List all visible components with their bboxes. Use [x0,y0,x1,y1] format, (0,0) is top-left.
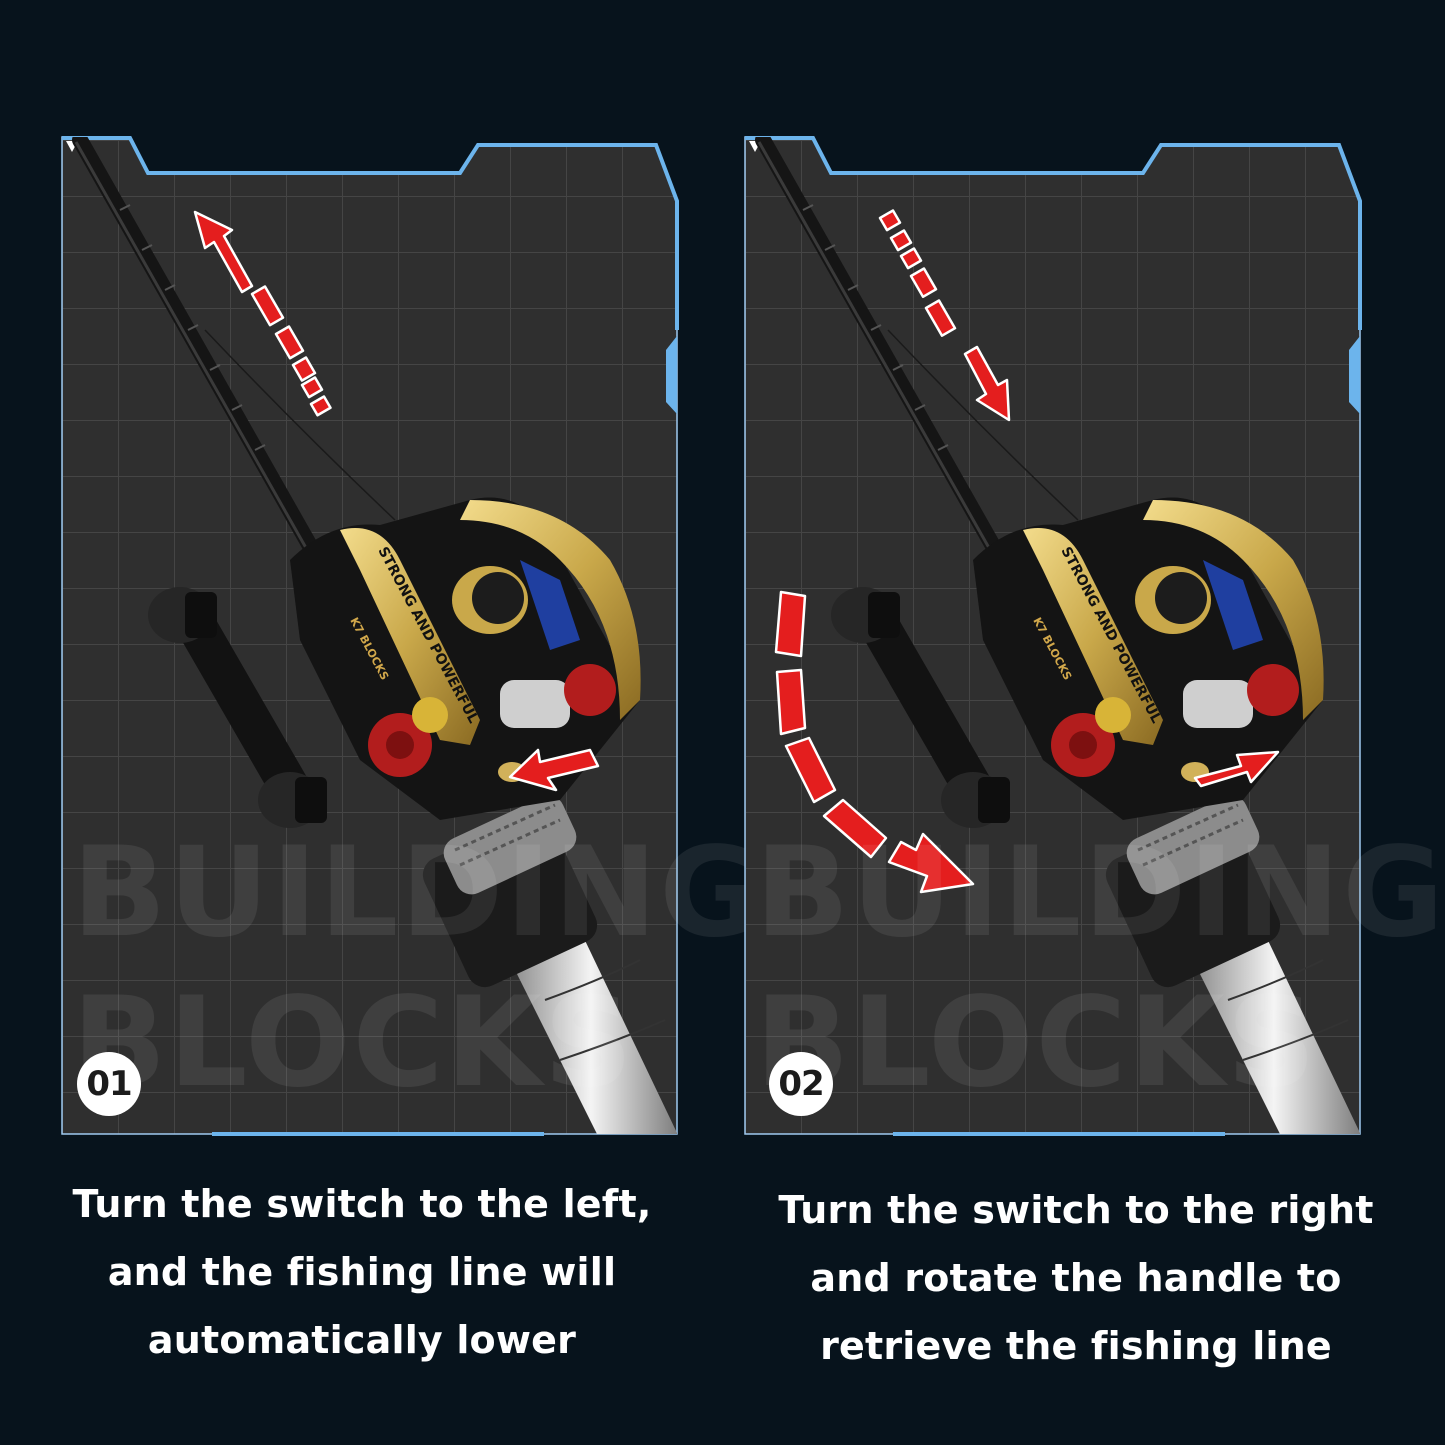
step-number-badge: 02 [769,1052,833,1116]
step-number-badge: 01 [77,1052,141,1116]
step-caption: Turn the switch to the right and rotate … [756,1176,1396,1380]
reel-crank-handle [831,587,1010,828]
switch-arrow-right-icon [1193,750,1280,788]
frame-accent-side-tab [1349,336,1360,414]
rod-handle [1105,795,1360,1134]
frame-accent-bottom [893,1132,1225,1136]
step-caption: Turn the switch to the left, and the fis… [42,1170,682,1374]
switch-arrow-left-icon [508,748,600,792]
caption-line: Turn the switch to the right [778,1188,1374,1232]
frame-accent-top [745,136,1362,330]
frame-accent-bottom [212,1132,544,1136]
rod-handle [422,795,677,1134]
caption-line: automatically lower [147,1318,577,1362]
dashed-arrow-up-left-icon [193,210,332,417]
caption-line: Turn the switch to the left, [72,1182,652,1226]
frame-accent-side-tab [666,336,677,414]
reel-crank-handle [148,587,327,828]
reel-body: STRONG AND POWERFUL K7 BLOCKS [973,497,1324,820]
curved-rotation-arrow-icon [774,590,975,894]
panel-01-illustration: STRONG AND POWERFUL K7 BLOCKS [61,136,679,1136]
fishing-rod [755,137,1079,568]
caption-line: retrieve the fishing line [820,1324,1332,1368]
reel-body: STRONG AND POWERFUL K7 BLOCKS [290,497,641,820]
caption-line: and rotate the handle to [810,1256,1342,1300]
frame-accent-top [62,136,679,330]
caption-line: and the fishing line will [107,1250,617,1294]
panel-02-illustration: STRONG AND POWERFUL K7 BLOCKS [744,136,1362,1136]
fishing-rod [72,137,396,568]
dashed-arrow-down-right-icon [878,209,1011,422]
